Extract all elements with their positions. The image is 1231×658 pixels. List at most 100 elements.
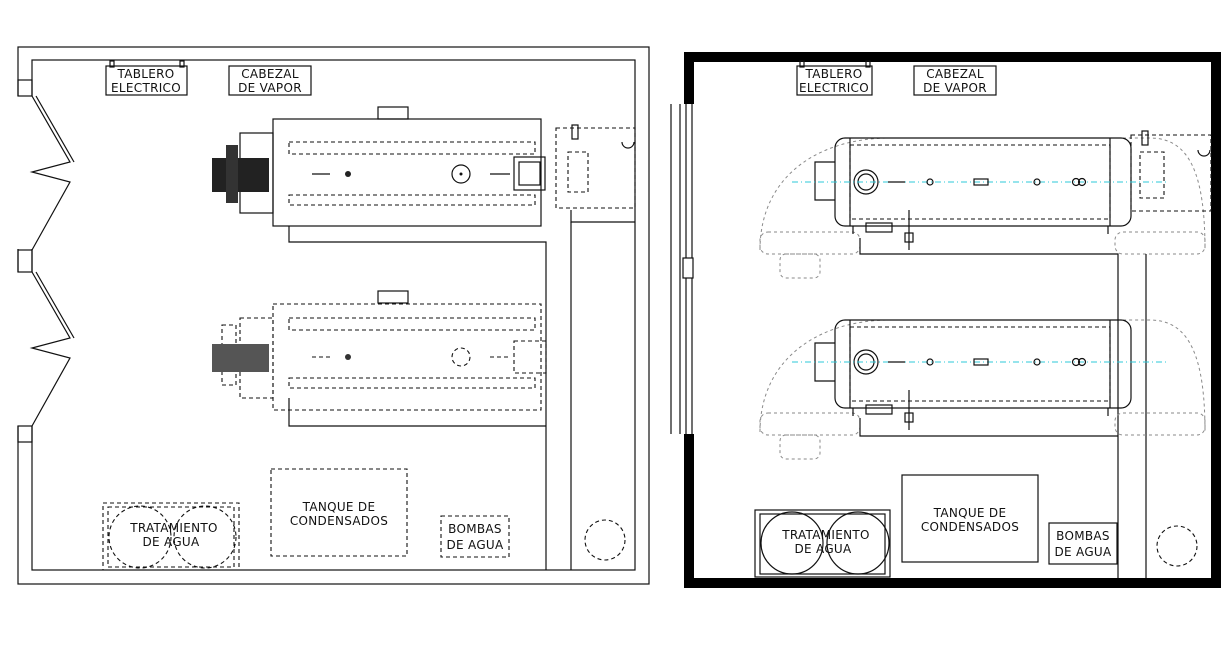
left-folding-door-2b bbox=[35, 271, 75, 339]
right-tratamiento-box bbox=[754, 509, 891, 578]
left-door-jamb-3 bbox=[17, 425, 33, 443]
left-tratamiento-label-2: DE AGUA bbox=[142, 535, 200, 549]
right-bombas-box bbox=[1048, 522, 1118, 565]
right-boiler-2-clearance bbox=[759, 319, 1206, 433]
left-chimney-arc bbox=[621, 141, 635, 149]
right-bombas-label-1: BOMBAS bbox=[1056, 529, 1110, 543]
left-cabezal-box bbox=[228, 65, 312, 96]
left-boiler-2-burner bbox=[212, 344, 269, 372]
right-boiler-1-burner bbox=[814, 161, 835, 201]
right-boiler-2-feed bbox=[865, 404, 893, 415]
right-boiler-2-tube bbox=[849, 326, 1111, 402]
left-boiler-2-valve bbox=[377, 290, 409, 304]
left-tablero-label-2: ELECTRICO bbox=[111, 81, 181, 95]
left-door-gap-1 bbox=[14, 96, 36, 249]
left-cabezal-label-2: DE VAPOR bbox=[238, 81, 302, 95]
right-window-mullion bbox=[682, 257, 694, 279]
right-boiler-2-valve bbox=[904, 412, 914, 423]
left-tanque-box bbox=[270, 468, 408, 557]
right-boiler-1-port-b bbox=[973, 178, 989, 186]
right-tablero-label-1: TABLERO bbox=[805, 67, 863, 81]
left-folding-door-1b bbox=[35, 95, 75, 163]
left-boiler-1-body bbox=[272, 118, 542, 227]
left-pipe-1 bbox=[288, 226, 547, 570]
left-boiler-1-outlet-box bbox=[513, 156, 546, 191]
right-tablero-tab-1 bbox=[799, 60, 805, 68]
right-tratamiento-tank-2 bbox=[826, 511, 890, 575]
left-chimney-area bbox=[555, 127, 636, 209]
right-chimney-area bbox=[1130, 134, 1212, 212]
right-boiler-1-clearance bbox=[759, 137, 1206, 251]
right-boiler-2-port-b bbox=[973, 358, 989, 366]
left-chimney-stack bbox=[571, 124, 579, 140]
right-boiler-1-pump bbox=[779, 253, 821, 279]
right-chimney-box bbox=[1139, 151, 1165, 199]
right-cabezal-label-2: DE VAPOR bbox=[923, 81, 987, 95]
right-tablero-box bbox=[796, 65, 873, 96]
left-bombas-label-2: DE AGUA bbox=[446, 538, 504, 552]
left-drain bbox=[584, 519, 626, 561]
right-boiler-2-port-e bbox=[1077, 357, 1087, 367]
left-boiler-1-valve bbox=[377, 106, 409, 120]
left-boiler-2-upper-tube bbox=[288, 317, 536, 331]
left-boiler-1-port-b-center bbox=[459, 172, 463, 176]
left-door-gap-2 bbox=[14, 272, 36, 426]
right-boiler-2 bbox=[759, 319, 1206, 460]
right-boiler-2-port-c bbox=[1033, 358, 1041, 366]
left-boiler-1-port-b bbox=[451, 164, 471, 184]
right-boiler-2-port-d bbox=[1071, 357, 1081, 367]
right-tratamiento-inner bbox=[759, 513, 886, 575]
right-tratamiento-label-2: DE AGUA bbox=[794, 542, 852, 556]
left-pipe-chimney bbox=[570, 210, 635, 223]
left-boiler-1-port-a bbox=[345, 171, 351, 177]
left-tratamiento-inner bbox=[107, 506, 235, 568]
right-boiler-2-base-right bbox=[1114, 412, 1206, 436]
right-boiler-2-port-a bbox=[926, 358, 934, 366]
right-boiler-1-port-e bbox=[1077, 177, 1087, 187]
right-chimney-arc bbox=[1197, 149, 1211, 157]
right-pipe-1 bbox=[859, 238, 1119, 578]
right-tratamiento-label-1: TRATAMIENTO bbox=[781, 528, 870, 542]
right-boiler-1-port-a bbox=[926, 178, 934, 186]
right-boiler-2-base-left bbox=[759, 412, 861, 436]
right-boiler-1-port-c bbox=[1033, 178, 1041, 186]
right-tanque-box bbox=[901, 474, 1039, 563]
left-tratamiento-tank-1 bbox=[108, 505, 172, 569]
left-tablero-box bbox=[105, 65, 188, 96]
right-tanque-label-1: TANQUE DE bbox=[933, 506, 1007, 520]
right-cabezal-box bbox=[913, 65, 997, 96]
left-boiler-2-lower-tube bbox=[288, 377, 536, 389]
right-boiler-1-valve bbox=[904, 232, 914, 243]
left-tanque-label-1: TANQUE DE bbox=[302, 500, 376, 514]
right-tanque-label-2: CONDENSADOS bbox=[921, 520, 1019, 534]
right-boiler-1-base-right bbox=[1114, 231, 1206, 255]
left-bombas-label-1: BOMBAS bbox=[448, 522, 502, 536]
right-cabezal-label-1: CABEZAL bbox=[926, 67, 984, 81]
left-tratamiento-box bbox=[102, 502, 240, 571]
right-tratamiento-tank-1 bbox=[760, 511, 824, 575]
left-cabezal-label-1: CABEZAL bbox=[241, 67, 299, 81]
right-bombas-label-2: DE AGUA bbox=[1054, 545, 1112, 559]
right-boiler-1 bbox=[759, 137, 1206, 279]
left-boiler-1-outlet-inner bbox=[518, 161, 541, 186]
left-pipe-3 bbox=[288, 398, 546, 427]
left-bombas-box bbox=[440, 515, 510, 558]
right-boiler-2-pump bbox=[779, 434, 821, 460]
left-floor-plan: TABLERO ELECTRICO CABEZAL DE VAPOR bbox=[14, 46, 650, 585]
right-drain bbox=[1156, 525, 1198, 567]
right-pipe-3 bbox=[859, 418, 1118, 437]
left-boiler-1-lower-tube bbox=[288, 194, 536, 206]
right-tablero-tab-2 bbox=[865, 60, 871, 68]
right-boiler-1-feed bbox=[865, 222, 893, 233]
left-tablero-tab-1 bbox=[109, 60, 115, 68]
right-boiler-2-shell bbox=[834, 319, 1132, 409]
left-boiler-2-port-a bbox=[345, 354, 351, 360]
left-folding-door-1 bbox=[29, 95, 71, 251]
right-boiler-1-base-left bbox=[759, 231, 861, 255]
right-boiler-1-port-d bbox=[1071, 177, 1081, 187]
left-tablero-label-1: TABLERO bbox=[117, 67, 175, 81]
right-floor-plan: TABLERO ELECTRICO CABEZAL DE VAPOR bbox=[670, 52, 1221, 588]
left-boiler-1 bbox=[212, 106, 547, 570]
left-boiler-2-port-b bbox=[451, 347, 471, 367]
